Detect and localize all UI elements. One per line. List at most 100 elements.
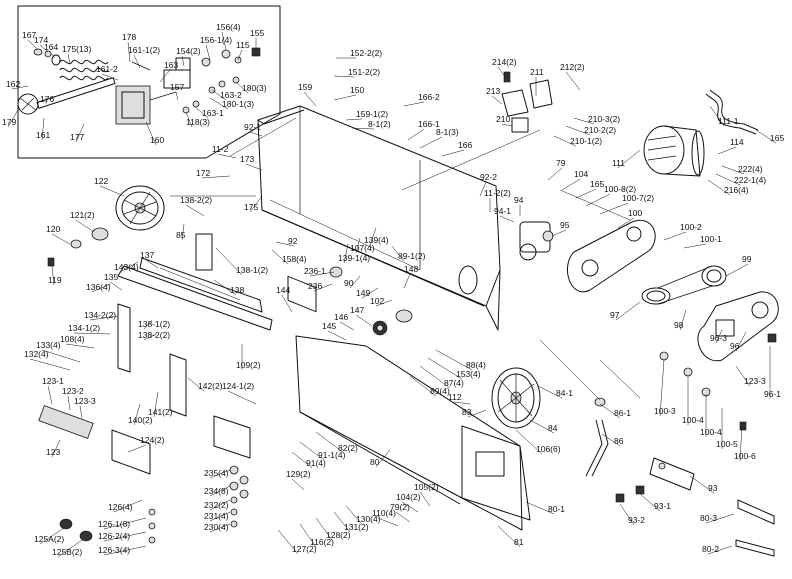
callout-label: 162 [6,79,20,89]
main-frame [257,105,501,331]
lower-wheel [491,367,541,429]
callout-label: 164 [44,42,58,52]
callout-label: 120 [46,224,60,234]
callout-c105: 105(2) [414,482,439,507]
callout-leader [133,54,141,69]
callout-leader [361,287,379,299]
callout-leader [715,173,741,186]
callout-label: 96-3 [710,333,727,343]
callout-leader [419,365,451,389]
callout-c154: 154(2) [176,46,201,67]
callout-leader [479,181,487,197]
callout-label: 140(2) [128,415,153,425]
callout-c138: 138 [213,279,244,296]
callout-c91: 91(4) [291,451,326,469]
callout-c162: 162 [6,79,29,90]
callout-label: 210 [496,114,510,124]
callout-label: 99 [742,254,752,264]
callout-c160: 160 [145,121,164,146]
callout-leader [249,131,263,137]
callout-label: 236-1 [304,266,326,276]
callout-leader [103,545,147,556]
callout-leader [249,195,263,213]
callout-label: 222-1(4) [734,175,766,185]
callout-label: 210-3(2) [588,114,620,124]
callout-label: 100-2 [680,222,702,232]
callout-leader [209,97,229,110]
callout-label: 180-1(3) [222,99,254,109]
callout-leader [245,163,263,171]
callout-leader [227,390,257,405]
callout-c123_2: 123-2 [62,386,84,411]
callout-label: 133(4) [36,340,61,350]
callout-label: 110(4) [372,508,396,518]
callout-c97: 97 [610,301,641,321]
callout-label: 179 [2,117,16,127]
callout-label: 106(6) [536,444,561,454]
callout-label: 153(4) [456,369,481,379]
callout-label: 138 [230,285,244,295]
callout-leader [39,527,65,545]
callout-c98: 98 [674,309,687,331]
washer-stack [229,465,249,528]
callout-leader [127,444,147,453]
callout-c123_3: 123-3 [74,396,96,419]
callout-c84_1: 84-1 [537,385,573,399]
callout-leader [441,149,465,157]
callout-leader [401,501,419,513]
callout-leader [601,433,621,447]
callout-c100_1: 100-1 [683,234,722,249]
callout-leader [709,105,725,127]
callout-label: 115 [236,40,250,50]
callout-label: 136(4) [86,282,111,292]
callout-leader [127,41,131,63]
callout-leader [205,44,211,61]
callout-c93_1: 93-1 [639,493,671,512]
callout-leader [291,478,305,491]
callout-c166_2: 166-2 [403,92,440,107]
callout-label: 87(4) [444,378,464,388]
callout-label: 83 [462,407,472,417]
callout-label: 116(2) [310,537,334,547]
callout-c92_2: 92-2 [479,172,497,197]
callout-c216: 216(4) [707,179,749,196]
callout-leader [103,531,147,542]
callout-label: 8-1(3) [436,127,459,137]
callout-leader [497,66,507,79]
callout-leader [133,403,141,426]
callout-label: 114 [730,137,744,147]
callout-label: 155 [250,28,264,38]
callout-c161_2: 161-2 [96,64,119,81]
callout-label: 97 [610,310,620,320]
callout-label: 158(4) [282,254,307,264]
callout-c144: 144 [276,285,293,313]
callout-c222_1: 222-1(4) [715,173,766,186]
callout-c8_1b: 8-1(3) [419,127,459,149]
callout-c116: 116(2) [299,523,334,548]
callout-leader [75,123,85,143]
callout-label: 137 [140,250,154,260]
callout-label: 123-3 [744,376,766,386]
callout-leader [725,263,749,277]
callout-leader [303,91,317,107]
callout-c83: 83 [462,407,487,418]
callout-c123_1: 123-1 [42,376,64,405]
callout-c165b: 165 [575,179,604,199]
callout-label: 152-2(2) [350,48,382,58]
callout-label: 159-1(2) [356,109,388,119]
callout-label: 81 [514,537,524,547]
callout-leader [51,233,71,245]
callout-label: 234(8) [204,486,229,496]
callout-label: 172 [196,168,210,178]
callout-c93: 93 [689,475,718,494]
inset-box [17,5,281,159]
callout-label: 82(2) [338,443,358,453]
callout-leader [565,125,591,136]
callout-leader [221,31,227,51]
callout-c128: 128(2) [315,517,351,541]
callout-c138_2a: 138-2(2) [180,195,212,217]
callout-label: 108(4) [60,334,85,344]
callout-leader [735,331,747,352]
callout-leader [309,271,335,277]
callout-leader [181,55,185,67]
